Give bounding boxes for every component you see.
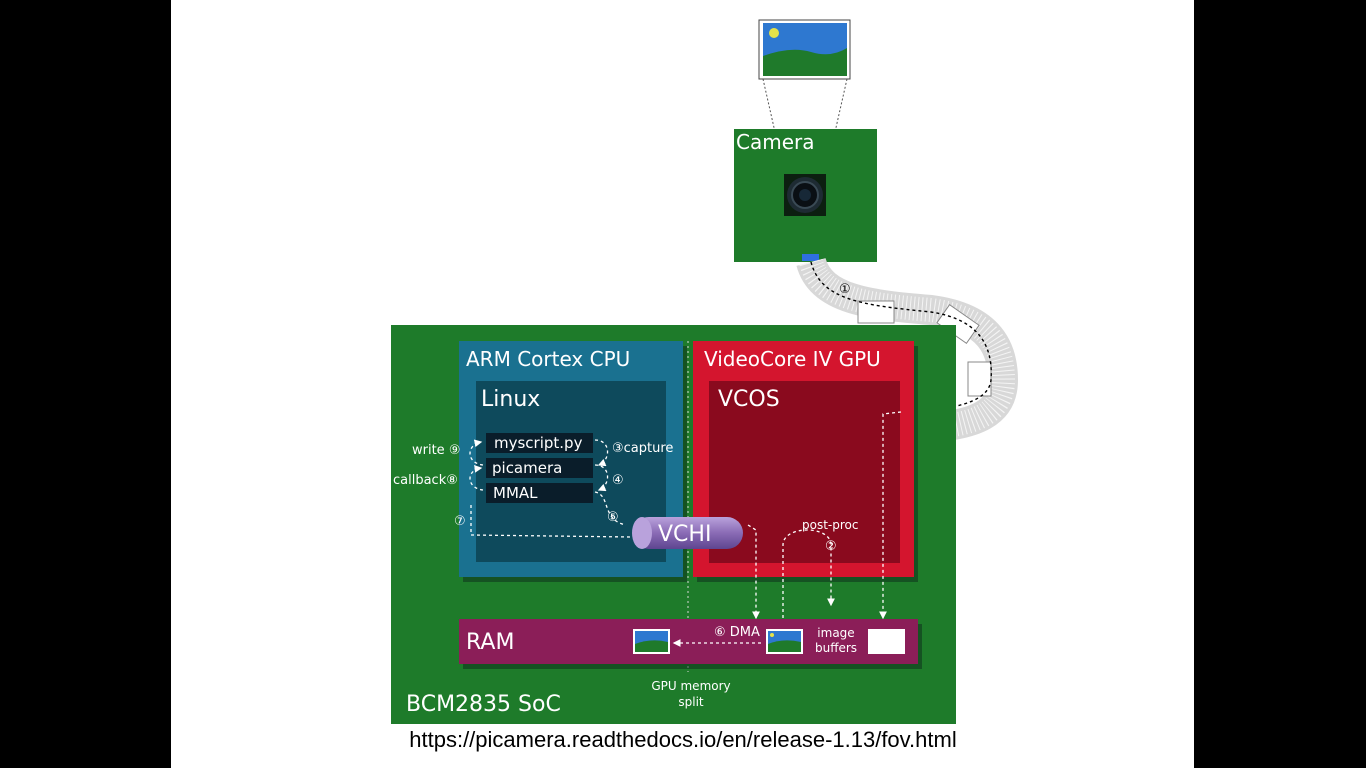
stack-myscript: myscript.py <box>494 434 583 452</box>
flow-arrows <box>469 411 902 647</box>
post-proc-label: post-proc <box>802 518 858 532</box>
step-3-capture: ③capture <box>612 441 673 456</box>
cpu-label: ARM Cortex CPU <box>466 347 630 371</box>
vcos-label: VCOS <box>718 387 780 412</box>
software-stack: myscript.py picamera MMAL <box>486 433 593 503</box>
image-buffers-label-2: buffers <box>815 641 857 655</box>
linux-label: Linux <box>481 387 540 412</box>
captured-image-icon <box>758 19 851 80</box>
ram-image-icon-1 <box>633 629 670 654</box>
ram-label: RAM <box>466 630 514 655</box>
slide: Camera BCM2835 SoC ARM Cortex CPU Linux … <box>171 0 1194 768</box>
gpu-label: VideoCore IV GPU <box>704 347 881 371</box>
step-4: ④ <box>612 473 624 488</box>
soc-label: BCM2835 SoC <box>406 692 561 717</box>
ram-image-icon-2 <box>766 629 803 654</box>
gpu-memory-split-label-2: split <box>678 695 704 709</box>
vchi-label: VCHI <box>658 522 711 547</box>
stack-picamera: picamera <box>492 459 562 477</box>
camera-board: Camera <box>734 129 877 262</box>
step-9-write: write ⑨ <box>412 443 460 458</box>
empty-image-buffer <box>868 629 905 654</box>
image-buffers-label-1: image <box>817 626 854 640</box>
step-5: ⑤ <box>607 510 619 525</box>
vchi-pipe: VCHI <box>632 517 743 549</box>
camera-pipeline-diagram: Camera BCM2835 SoC ARM Cortex CPU Linux … <box>391 19 1019 724</box>
step-7: ⑦ <box>454 514 466 529</box>
gpu-memory-split-label-1: GPU memory <box>651 679 730 693</box>
ribbon-cable <box>796 256 1019 443</box>
step-1: ① <box>839 282 851 297</box>
source-url: https://picamera.readthedocs.io/en/relea… <box>409 727 957 752</box>
step-8-callback: callback⑧ <box>393 473 458 488</box>
step-2: ② <box>825 539 837 554</box>
step-6-dma: ⑥ DMA <box>714 625 760 640</box>
stack-mmal: MMAL <box>493 484 538 502</box>
ram-block: RAM image buffers <box>459 619 922 669</box>
camera-label: Camera <box>736 130 815 154</box>
step-labels: ① ② post-proc ③capture ④ ⑤ ⑥ DMA ⑦ callb… <box>393 282 858 640</box>
